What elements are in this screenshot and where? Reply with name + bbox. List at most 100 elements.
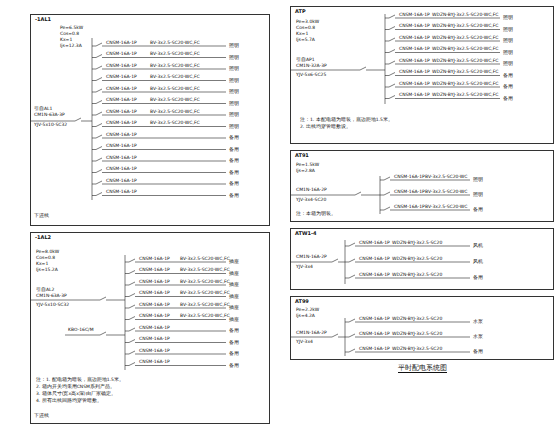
wire <box>81 121 92 122</box>
wire <box>102 184 226 185</box>
circuit-label: CNSM-16A-1P <box>394 175 425 180</box>
wire <box>102 69 226 70</box>
circuit-label: CNSM-16A-1P <box>359 332 390 337</box>
circuit-label: CNSM-16A-1P <box>139 314 170 319</box>
circuit-label: 照明 <box>503 39 513 44</box>
wire <box>92 103 96 104</box>
wire <box>96 181 102 184</box>
circuit-label: 下进线 <box>34 214 49 219</box>
panel-name: -1AL2 <box>35 235 51 240</box>
wire <box>385 14 386 104</box>
wire <box>349 319 355 322</box>
circuit-label: 插座 <box>229 318 239 323</box>
circuit-label: Cos=0.8 <box>36 256 55 261</box>
circuit-label: 3. 箱体尺寸(宽x高x深)由厂家确定。 <box>36 392 116 397</box>
circuit-label: CNSM-16A-1P <box>106 179 137 184</box>
wire <box>65 335 100 336</box>
circuit-label: Kx=1 <box>296 32 308 37</box>
wire <box>92 172 96 173</box>
circuit-label: WDZN-BYJ-3x2.5-SC20 <box>392 273 442 278</box>
circuit-label: BV-3x2.5-SC20-WC <box>425 175 467 180</box>
circuit-label: CNSM-16A-1P <box>399 82 430 87</box>
wire <box>96 43 102 46</box>
wire <box>389 50 395 53</box>
circuit-label: 照明 <box>229 102 239 107</box>
wire <box>390 210 470 211</box>
circuit-label: KBO-16C/M <box>68 328 94 333</box>
wire <box>102 46 226 47</box>
wire <box>349 349 355 352</box>
panel-name: ATW1-4 <box>295 231 316 236</box>
circuit-label: YJV-3x4-SC20 <box>296 198 326 203</box>
circuit-label: WDZN-BYJ-3x2.5-SC20-WC,FC <box>432 47 498 52</box>
circuit-label: WDZN-BYJ-3x2.5-SC20-WC,FC <box>432 93 498 98</box>
circuit-label: 备用 <box>503 85 513 90</box>
wire <box>135 285 226 286</box>
circuit-label: YJV-3x4 <box>296 265 313 270</box>
circuit-label: CNSM-16A-1P <box>139 360 170 365</box>
circuit-label: 照明 <box>473 178 483 183</box>
circuit-label: 备用 <box>503 97 513 102</box>
circuit-label: CNSM-16A-1P <box>399 70 430 75</box>
circuit-label: YJV-5x10-SC32 <box>36 303 69 308</box>
circuit-label: 风机 <box>473 260 483 265</box>
wire <box>389 84 395 87</box>
wire <box>389 15 395 18</box>
circuit-label: BV-3x2.5-SC20-WC,FC <box>180 257 230 262</box>
panel-name: AT91 <box>295 153 309 158</box>
circuit-label: WDZN-BYJ-3x2.5-SC20-WC,FC <box>432 24 498 29</box>
wire <box>92 80 96 81</box>
wire <box>345 262 349 263</box>
circuit-label: 水泵 <box>473 320 483 325</box>
wire <box>389 38 395 41</box>
wire <box>92 57 96 58</box>
wire <box>92 195 96 196</box>
circuit-label: BV-3x2.5-SC20-WC,FC <box>150 52 200 57</box>
wire <box>380 180 384 181</box>
wire <box>345 278 349 279</box>
circuit-label: BV-3x2.5-SC20-WC <box>425 190 467 195</box>
circuit-label: Ijs=5.7A <box>296 38 315 43</box>
circuit-label: 照明 <box>229 79 239 84</box>
circuit-label: CM1N-32A-3P <box>296 64 327 69</box>
wire <box>385 87 389 88</box>
wire <box>135 273 226 274</box>
circuit-label: Ijs=15.2A <box>36 268 58 273</box>
wire <box>361 195 380 196</box>
circuit-label: CNSM-16A-1P <box>106 121 137 126</box>
circuit-label: 备用 <box>473 276 483 281</box>
wire <box>395 52 500 53</box>
wire <box>290 337 332 338</box>
wire <box>385 75 389 76</box>
circuit-label: BV-3x2.5-SC20-WC,FC <box>180 268 230 273</box>
circuit-label: WDZN-BYJ-3x2.5-SC20-WC,FC <box>432 82 498 87</box>
circuit-label: BV-3x2.5-SC20-WC,FC <box>150 121 200 126</box>
circuit-label: 照明 <box>229 90 239 95</box>
wire <box>102 80 226 81</box>
circuit-label: CM1N-63A-3P <box>34 113 65 118</box>
circuit-label: CNSM-16A-1P <box>139 337 170 342</box>
wire <box>345 352 349 353</box>
wire <box>129 363 135 366</box>
circuit-label: CNSM-16A-1P <box>359 241 390 246</box>
wire <box>92 115 96 116</box>
circuit-label: 4. 所有出线回路均穿管暗敷。 <box>36 399 102 404</box>
circuit-label: 备用 <box>229 182 239 187</box>
circuit-label: BV-3x2.5-SC20-WC,FC <box>180 314 230 319</box>
wire <box>345 322 349 323</box>
wire <box>349 334 355 337</box>
wire <box>390 195 470 196</box>
wire <box>102 92 226 93</box>
wire <box>395 18 500 19</box>
circuit-label: CNSM-16A-1P <box>399 47 430 52</box>
circuit-label: WDZN-BYJ-3x2.5-SC20-WC,FC <box>432 36 498 41</box>
circuit-label: CNSM-16A-1P <box>106 52 137 57</box>
wire <box>92 92 96 93</box>
circuit-label: CNSM-16A-1P <box>399 93 430 98</box>
panel-name: -1AL1 <box>35 17 51 22</box>
wire <box>385 29 389 30</box>
circuit-label: BV-3x2.5-SC20-WC,FC <box>180 280 230 285</box>
circuit-label: CNSM-16A-1P <box>106 190 137 195</box>
circuit-label: 备用 <box>503 74 513 79</box>
circuit-label: YJV-5x6-SC25 <box>296 73 326 78</box>
